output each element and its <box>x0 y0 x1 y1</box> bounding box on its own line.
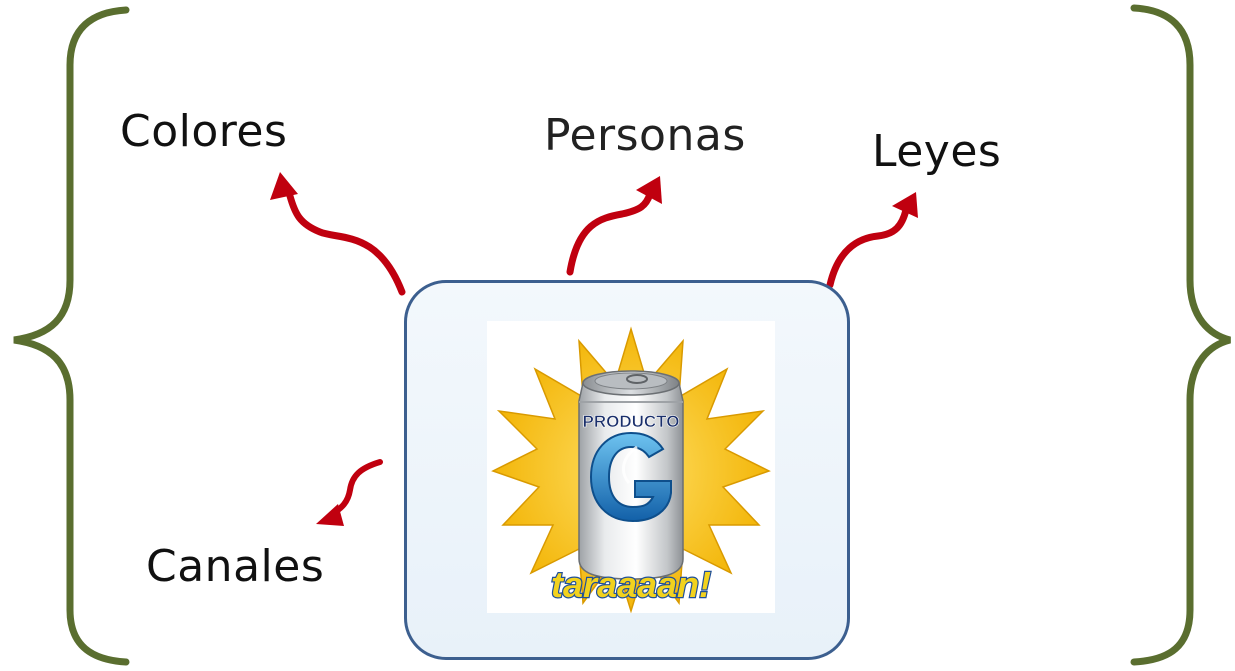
arrow-to-canales-icon <box>316 459 383 526</box>
g-logo-icon <box>589 431 672 523</box>
label-personas: Personas <box>544 110 746 161</box>
arrow-to-colores-icon <box>270 172 406 296</box>
arrow-to-leyes-icon <box>826 192 918 289</box>
product-image: PRODUCTO G taraaaan! <box>487 321 775 613</box>
product-box: PRODUCTO G taraaaan! <box>404 280 850 660</box>
arrow-to-personas-icon <box>566 176 662 276</box>
can-icon <box>578 370 684 580</box>
product-illustration: PRODUCTO G taraaaan! <box>487 321 771 613</box>
g-logo-letter: G <box>487 321 488 322</box>
label-leyes: Leyes <box>872 126 1002 177</box>
right-brace-icon <box>1130 4 1231 666</box>
slogan-text: taraaaan! <box>551 564 711 605</box>
label-colores: Colores <box>120 106 288 157</box>
left-brace-icon <box>13 6 130 666</box>
can-label-text: PRODUCTO <box>583 412 680 431</box>
label-canales: Canales <box>146 541 325 592</box>
